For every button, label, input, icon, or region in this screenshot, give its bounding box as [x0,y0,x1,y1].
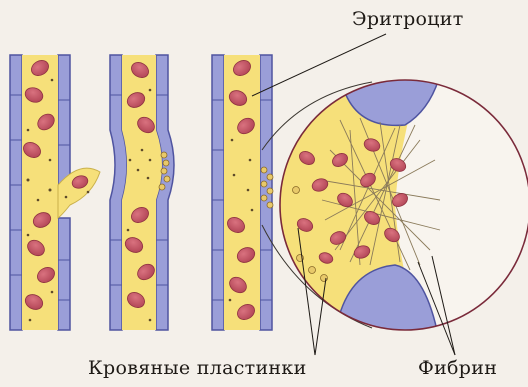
label-fibrin: Фибрин [418,357,497,379]
vessel-clot [212,55,273,330]
label-erythrocyte: Эритроцит [352,8,464,30]
vessel-injured [10,55,100,330]
vessel-platelet-plug [110,55,174,330]
label-platelets: Кровяные пластинки [88,357,307,379]
